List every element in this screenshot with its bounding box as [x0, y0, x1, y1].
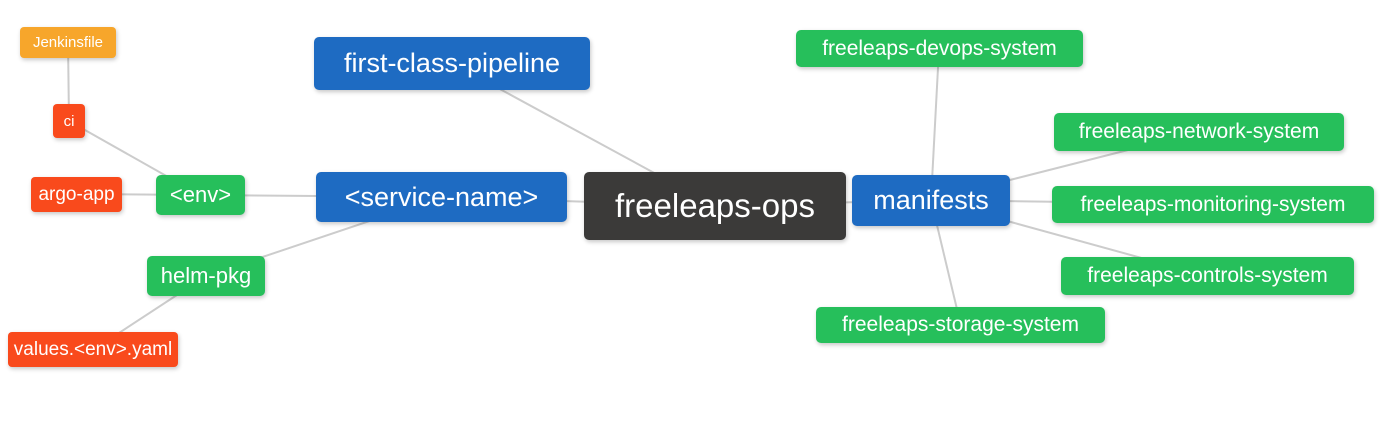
node-manifests[interactable]: manifests [852, 175, 1010, 226]
node-freeleaps-network-system-label: freeleaps-network-system [1078, 120, 1320, 143]
node-freeleaps-monitoring-system[interactable]: freeleaps-monitoring-system [1052, 186, 1374, 223]
node-argo-app-label: argo-app [38, 183, 115, 205]
node-values-env-yaml[interactable]: values.<env>.yaml [8, 332, 178, 367]
node-jenkinsfile[interactable]: Jenkinsfile [20, 27, 116, 58]
node-first-class-pipeline[interactable]: first-class-pipeline [314, 37, 590, 90]
node-freeleaps-network-system[interactable]: freeleaps-network-system [1054, 113, 1344, 151]
node-jenkinsfile-label: Jenkinsfile [32, 34, 104, 51]
node-freeleaps-storage-system-label: freeleaps-storage-system [842, 313, 1079, 336]
node-freeleaps-devops-system-label: freeleaps-devops-system [822, 36, 1057, 60]
node-env[interactable]: <env> [156, 175, 245, 215]
node-helm-pkg-label: helm-pkg [160, 263, 252, 288]
node-first-class-pipeline-label: first-class-pipeline [343, 48, 561, 78]
node-freeleaps-storage-system[interactable]: freeleaps-storage-system [816, 307, 1105, 343]
node-freeleaps-monitoring-system-label: freeleaps-monitoring-system [1080, 192, 1346, 216]
node-manifests-label: manifests [873, 185, 989, 215]
node-argo-app[interactable]: argo-app [31, 177, 122, 212]
node-ci[interactable]: ci [53, 104, 85, 138]
node-freeleaps-ops-label: freeleaps-ops [615, 187, 815, 224]
node-helm-pkg[interactable]: helm-pkg [147, 256, 265, 296]
node-service-name[interactable]: <service-name> [316, 172, 567, 222]
node-env-label: <env> [169, 182, 232, 207]
node-freeleaps-ops[interactable]: freeleaps-ops [584, 172, 846, 240]
edge-manifests-devops-system [930, 48, 940, 201]
node-freeleaps-devops-system[interactable]: freeleaps-devops-system [796, 30, 1083, 67]
node-values-env-yaml-label: values.<env>.yaml [13, 338, 173, 360]
node-ci-label: ci [63, 112, 75, 130]
node-freeleaps-controls-system-label: freeleaps-controls-system [1087, 264, 1328, 287]
node-service-name-label: <service-name> [344, 181, 539, 212]
node-freeleaps-controls-system[interactable]: freeleaps-controls-system [1061, 257, 1354, 295]
